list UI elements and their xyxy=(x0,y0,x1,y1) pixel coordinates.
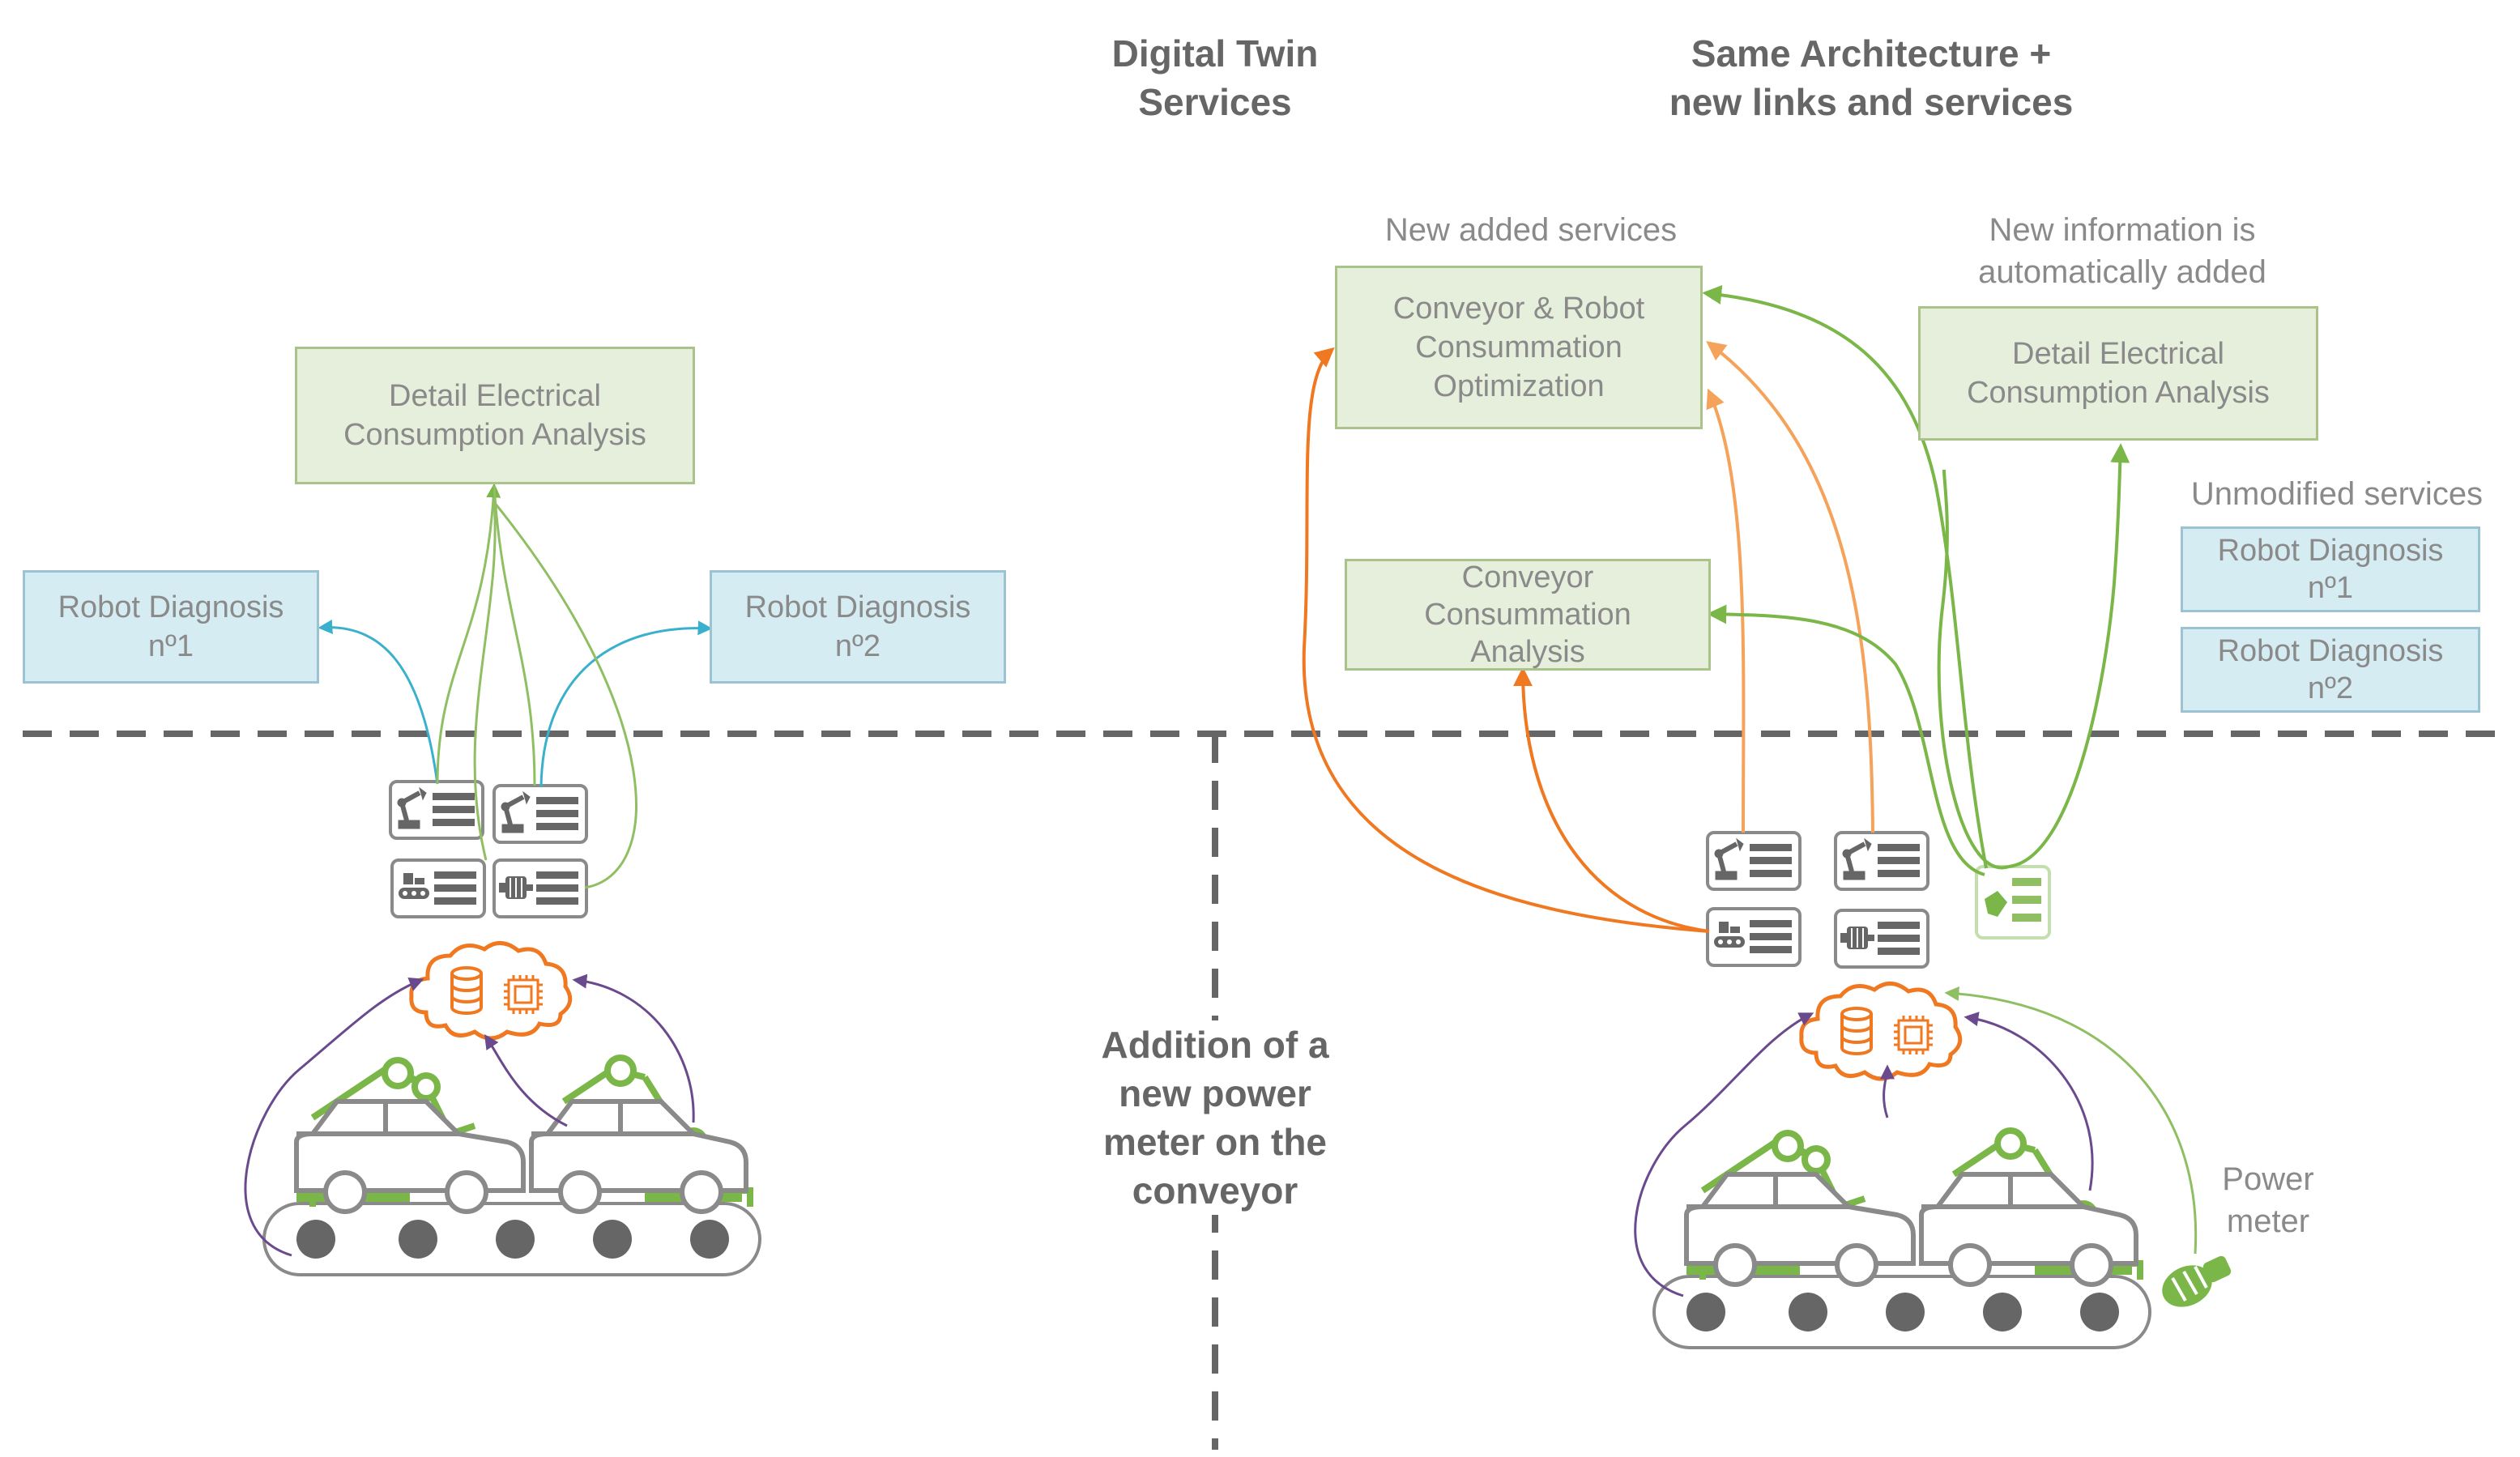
power-meter-icon xyxy=(2162,1255,2232,1307)
robot-card-2 xyxy=(494,786,586,842)
robot-card-1 xyxy=(1708,833,1800,889)
conveyor-analysis-box: Conveyor Consummation Analysis xyxy=(1345,559,1711,671)
conveyor-robot-optimization-box: Conveyor & Robot Consummation Optimizati… xyxy=(1335,266,1703,429)
addition-note: Addition of a new power meter on the con… xyxy=(1053,1020,1377,1215)
purple-arrow-b xyxy=(1879,1064,1895,1118)
power-meter-label: Power meter xyxy=(2222,1161,2314,1239)
green-arrow-to-conveyor-analysis xyxy=(1707,604,1985,876)
arrow-detail-4 xyxy=(473,501,497,861)
same-architecture-heading: Same Architecture + new links and servic… xyxy=(1669,32,2074,123)
robot-diagnosis-2-box: Robot Diagnosis nº2 xyxy=(2181,627,2480,713)
green-arrow-to-optimization xyxy=(1702,285,1988,869)
factory-scene-right xyxy=(1654,1131,2150,1348)
cloud-icon xyxy=(411,943,570,1038)
new-services-label: New added services xyxy=(1384,212,1678,248)
arrow-robot2 xyxy=(539,620,713,788)
detail-consumption-box: Detail Electrical Consumption Analysis xyxy=(1918,306,2318,441)
robot-diagnosis-1-box: Robot Diagnosis nº1 xyxy=(2181,526,2480,612)
green-arrow-to-detail xyxy=(1937,447,2121,870)
light-orange-arrow-b xyxy=(1706,341,1874,833)
unmodified-services-label: Unmodified services xyxy=(2190,476,2484,512)
conveyor-card xyxy=(1706,907,1802,967)
green-arrow-power-meter xyxy=(1944,986,2198,1255)
factory-scene-left xyxy=(264,1058,760,1275)
robot-diagnosis-2-box: Robot Diagnosis nº2 xyxy=(710,570,1006,684)
digital-twin-services-heading: Digital Twin Services xyxy=(1111,32,1319,123)
purple-arrow-a xyxy=(244,977,424,1257)
purple-arrow-b xyxy=(484,1034,568,1127)
cloud-icon xyxy=(1802,983,1960,1079)
arrow-detail-3 xyxy=(492,501,637,889)
purple-arrow-c xyxy=(1964,1012,2094,1191)
arrow-detail-1 xyxy=(436,483,501,785)
motor-card xyxy=(492,858,588,918)
orange-arrow-to-optimization xyxy=(1302,347,1710,933)
conveyor-card xyxy=(390,858,486,918)
robot-card-2 xyxy=(1836,833,1928,889)
detail-consumption-box: Detail Electrical Consumption Analysis xyxy=(295,347,695,484)
new-info-label: New information is automatically added xyxy=(1978,212,2266,290)
orange-arrow-to-conveyor-analysis xyxy=(1513,667,1710,933)
light-orange-arrow-a xyxy=(1706,388,1746,833)
purple-arrow-c xyxy=(572,973,695,1123)
robot-diagnosis-1-box: Robot Diagnosis nº1 xyxy=(23,570,319,684)
robot-card-1 xyxy=(390,782,483,838)
purple-arrow-a xyxy=(1634,1012,1814,1297)
motor-card xyxy=(1834,909,1929,969)
arrow-robot1 xyxy=(318,620,439,785)
power-meter-card xyxy=(1975,865,2051,939)
arrow-detail-2 xyxy=(492,485,536,786)
